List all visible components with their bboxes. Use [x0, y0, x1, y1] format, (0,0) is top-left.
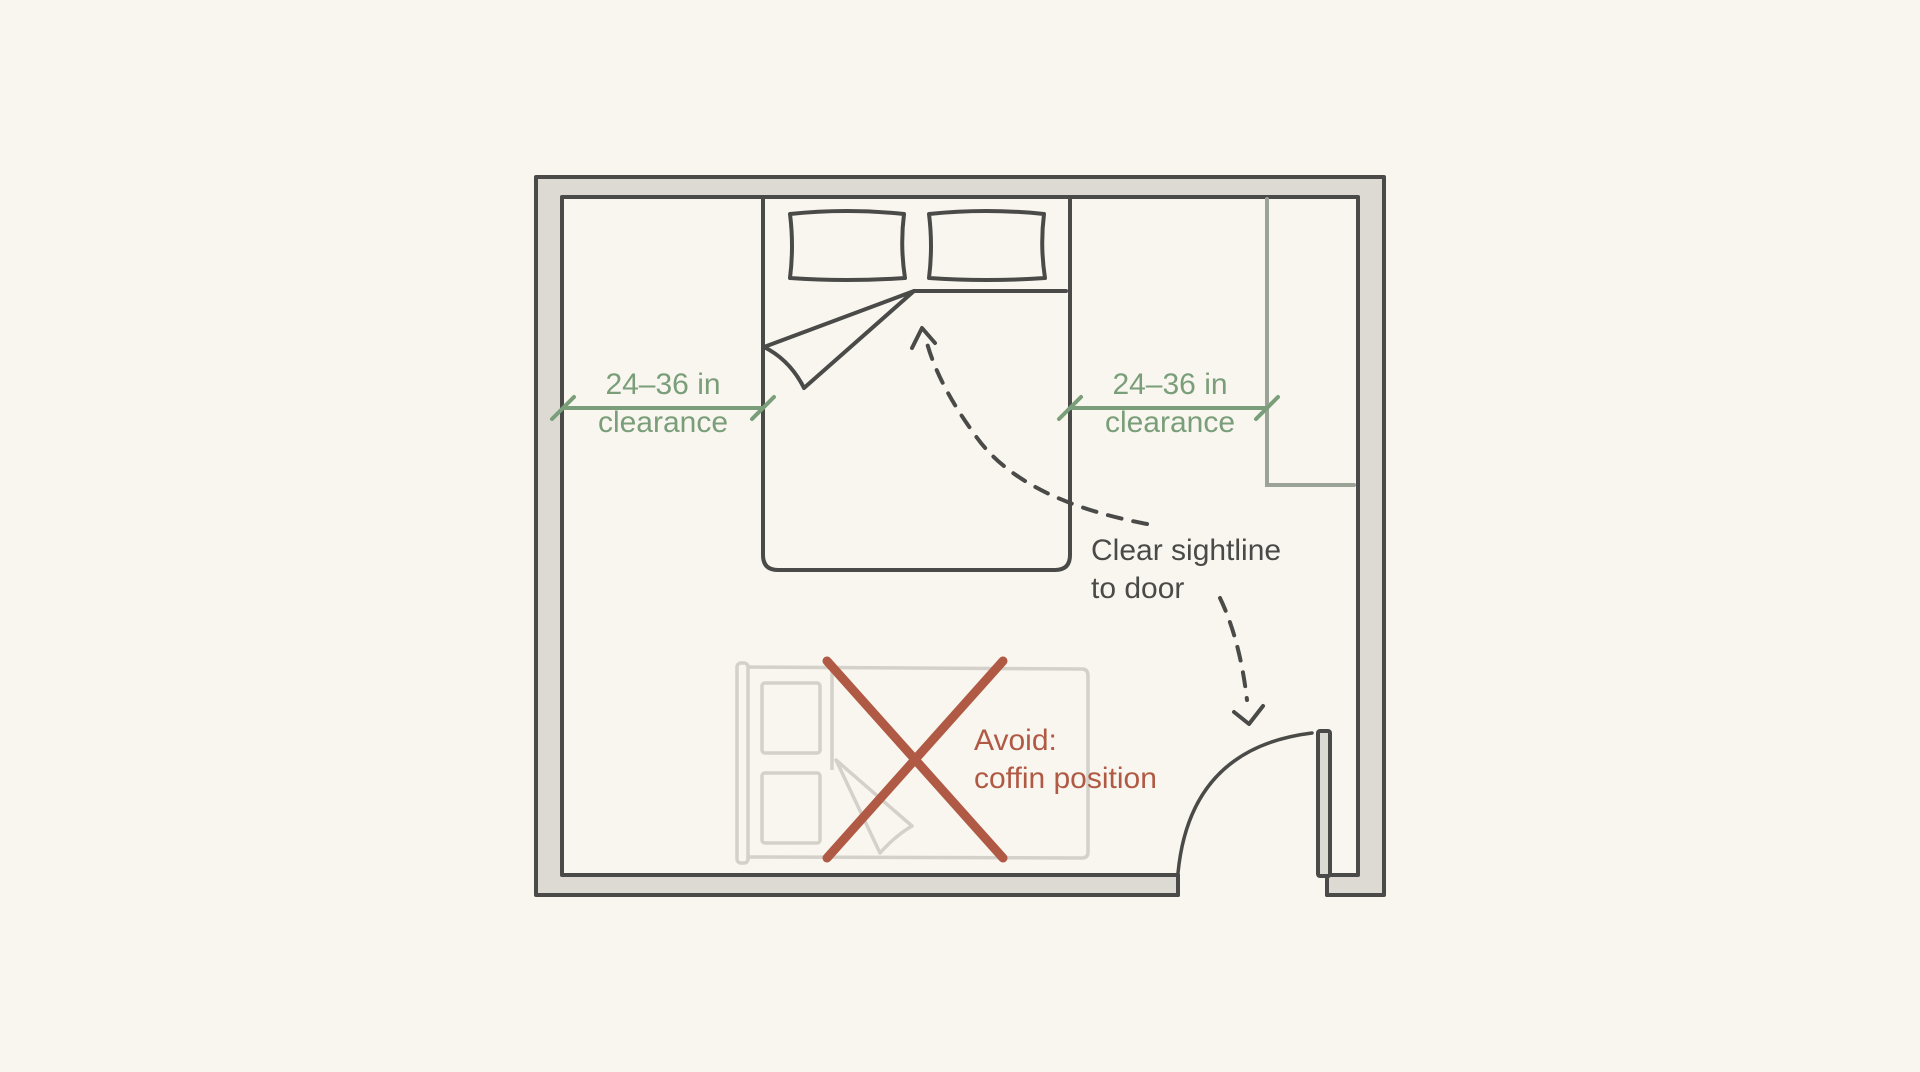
sightline-label: Clear sightline to door	[1091, 532, 1281, 608]
left-clearance-value: 24–36 in	[605, 368, 721, 401]
right-clearance-text: clearance	[1104, 406, 1236, 439]
door-leaf	[1316, 729, 1332, 878]
avoid-line2: coffin position	[974, 762, 1157, 795]
door-swing-arc	[1176, 731, 1314, 875]
dashed-sightline-arrows	[910, 326, 1265, 726]
sightline-line1: Clear sightline	[1091, 534, 1282, 567]
arrowhead-down	[1232, 704, 1265, 726]
bed-coffin-position-ghost	[735, 661, 1090, 865]
folded-sheet	[762, 289, 916, 390]
door	[1176, 729, 1332, 878]
dresser	[1265, 197, 1356, 487]
bed-recommended	[761, 199, 1072, 572]
pillow-left	[788, 209, 907, 282]
right-clearance-value: 24–36 in	[1112, 368, 1228, 401]
right-clearance-label: 24–36 in clearance	[1090, 366, 1250, 442]
room-walls	[534, 175, 1386, 897]
arrowhead-up	[910, 326, 937, 350]
avoid-label: Avoid: coffin position	[974, 722, 1157, 798]
clearance-dimension-lines	[550, 395, 1280, 421]
pillow-right	[927, 209, 1047, 282]
left-clearance-label: 24–36 in clearance	[583, 366, 743, 442]
red-x-mark	[822, 656, 1008, 863]
sightline-line2: to door	[1091, 572, 1185, 605]
avoid-line1: Avoid:	[974, 724, 1057, 757]
left-clearance-text: clearance	[597, 406, 729, 439]
